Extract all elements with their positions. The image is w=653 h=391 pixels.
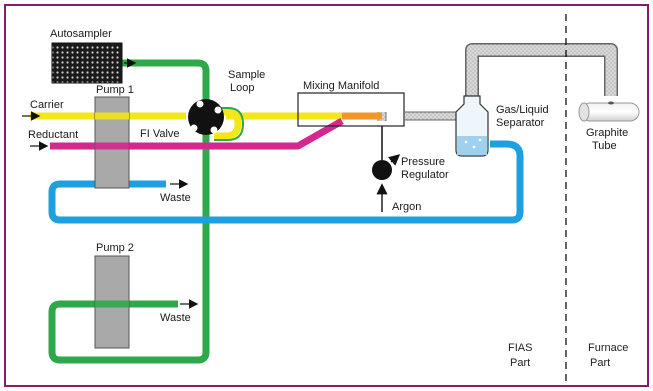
fias-part-label-line1: FIAS [508,342,532,354]
autosampler [51,42,123,84]
graphite-tube-label-line1: Graphite [586,127,628,139]
pump-1-label: Pump 1 [96,84,134,96]
gas-transfer-line [465,43,618,96]
gas-liquid-separator [455,95,489,157]
sample-loop-label-line1: Sample [228,69,265,81]
reductant-label: Reductant [28,129,78,141]
fi-valve [188,99,224,135]
carrier-label: Carrier [30,99,64,111]
fias-part-label-line2: Part [510,357,530,369]
pump-2-label: Pump 2 [96,242,134,254]
furnace-part-label-line2: Part [590,357,610,369]
waste-2-label: Waste [160,312,191,324]
sample-loop-outline [210,107,245,141]
fi-valve-label: FI Valve [140,128,180,140]
pressure-regulator [372,126,401,180]
blue-tubing [48,140,524,224]
graphite-tube [578,101,640,122]
sample-loop-label-line2: Loop [230,82,254,94]
gas-liquid-label-line1: Gas/Liquid [496,104,549,116]
mixing-manifold-box [297,92,405,127]
graphite-tube-label-line2: Tube [592,140,617,152]
pressure-regulator-label-line1: Pressure [401,156,445,168]
mixing-manifold-label: Mixing Manifold [303,80,379,92]
waste-1-label: Waste [160,192,191,204]
sample-loop-tube [210,108,242,140]
pressure-regulator-label-line2: Regulator [401,169,449,181]
green-tubing [48,59,210,364]
autosampler-label: Autosampler [50,28,112,40]
argon-label: Argon [392,201,421,213]
gas-liquid-label-line2: Separator [496,117,545,129]
diagram-border [4,4,649,387]
furnace-part-label-line1: Furnace [588,342,628,354]
reductant-line [50,117,344,150]
